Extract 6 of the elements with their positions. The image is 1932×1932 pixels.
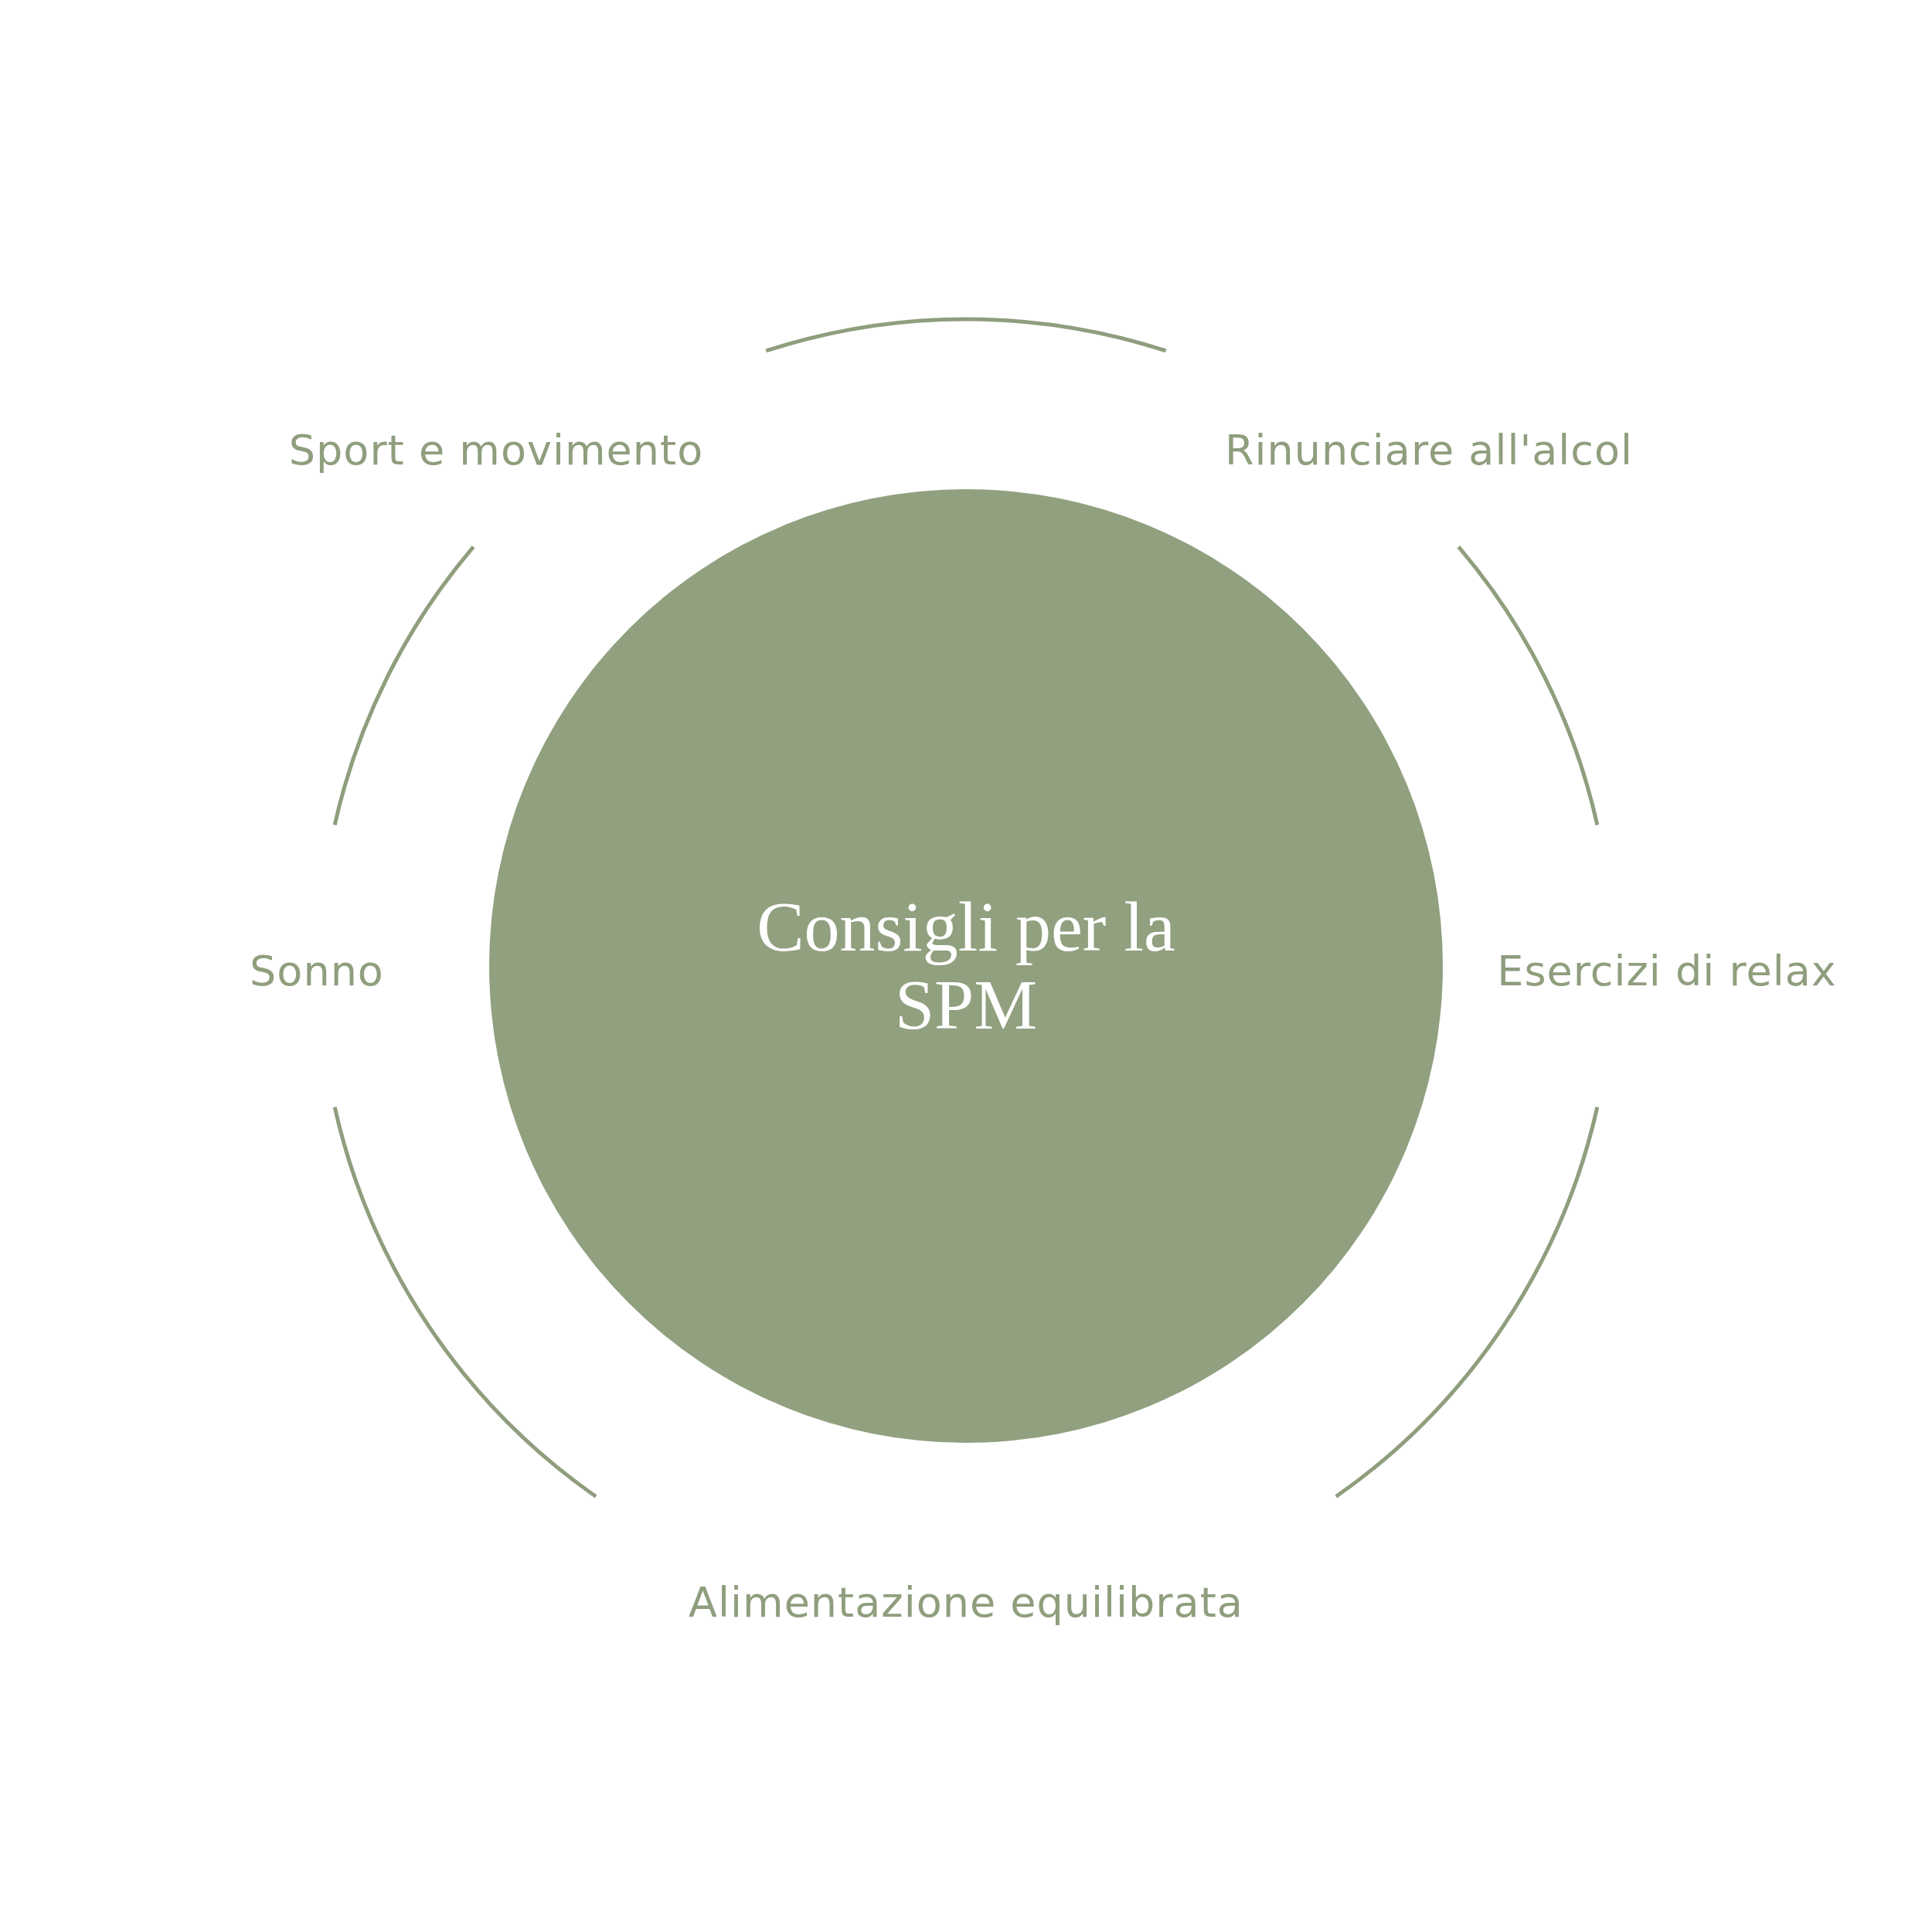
tip-label: Sonno: [250, 946, 384, 995]
tip-label: Rinunciare all'alcol: [1224, 425, 1634, 474]
center-title: Consigli per la SPM: [756, 887, 1176, 1045]
tip-label: Alimentazione equilibrata: [689, 1577, 1243, 1627]
tip-label: Sport e movimento: [288, 425, 704, 474]
tip-label: Esercizi di relax: [1497, 946, 1837, 995]
